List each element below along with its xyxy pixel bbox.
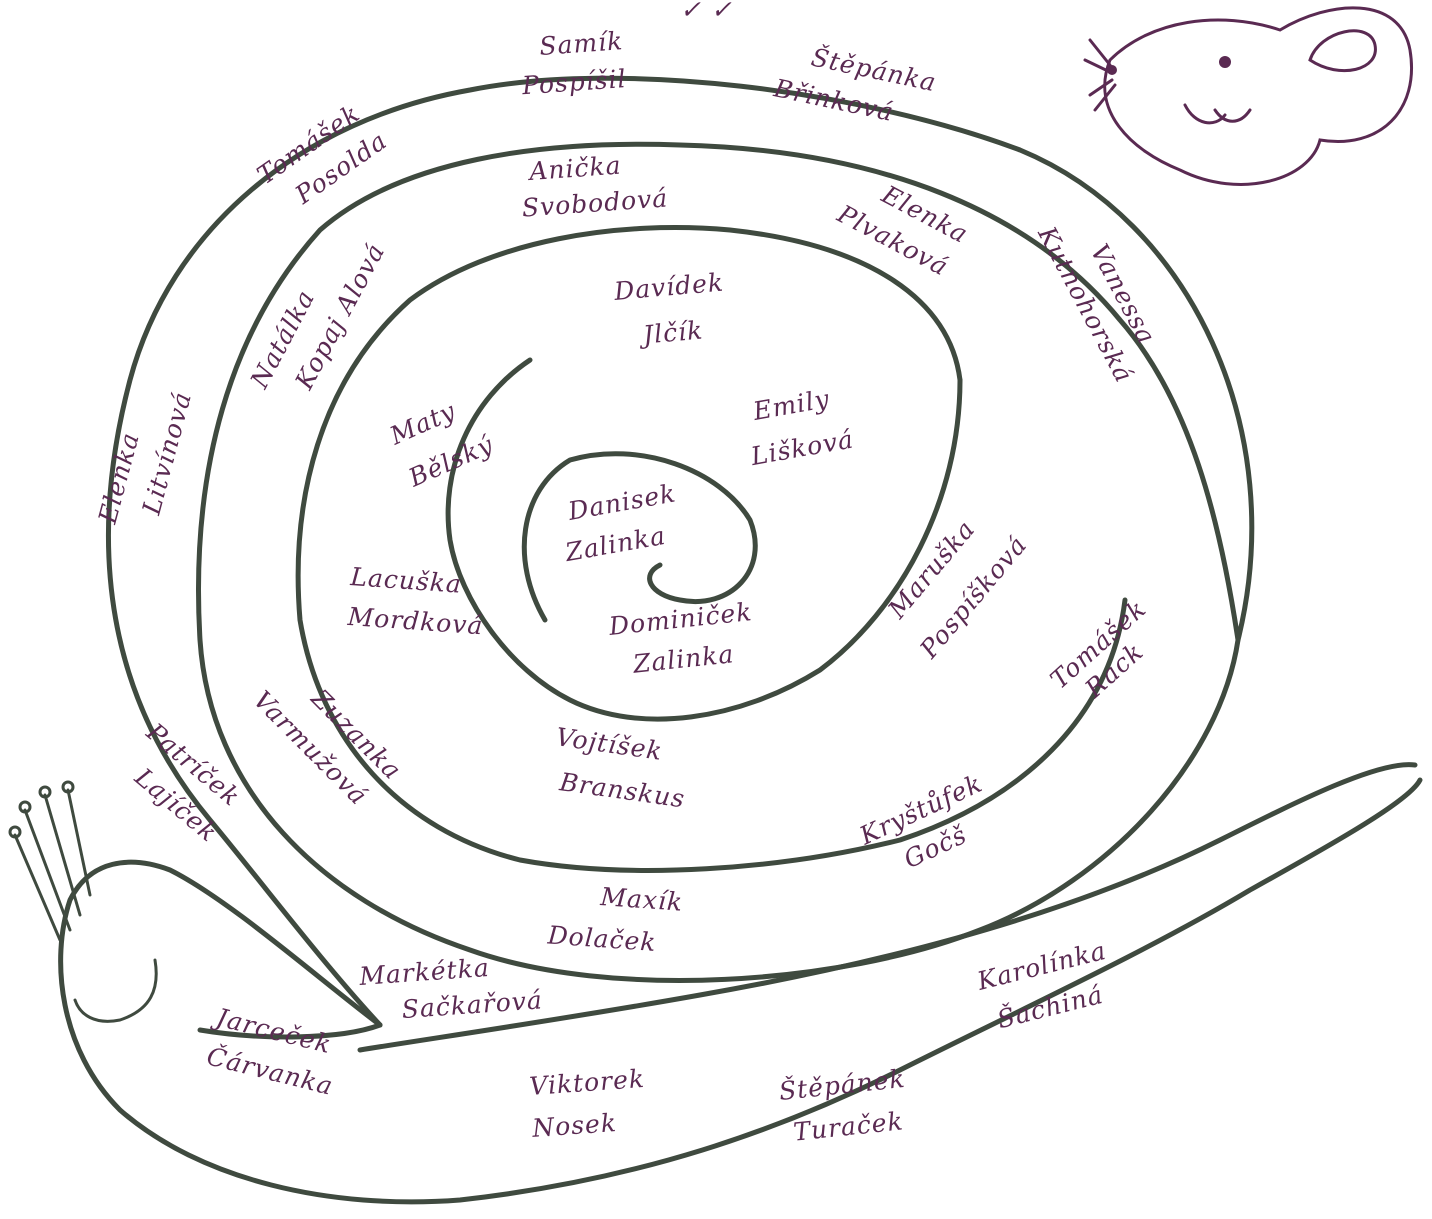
name-last: Zalinka	[562, 521, 668, 567]
antennae	[8, 780, 92, 942]
header-fragment: ✓ ✓	[680, 0, 733, 24]
name-first: Viktorek	[528, 1064, 646, 1101]
name-first: Dominiček	[607, 597, 754, 641]
name-last: Pospíšil	[520, 64, 627, 100]
name-first: Anička	[526, 151, 622, 187]
name-last: Branskus	[557, 767, 687, 813]
name-first: Elenka	[93, 429, 145, 527]
name-first: Danisek	[565, 478, 678, 526]
mouse-head-icon	[1083, 6, 1413, 186]
snail-body	[8, 762, 1423, 1205]
name-last: Mordková	[346, 602, 485, 640]
name-first: Lacuška	[349, 562, 463, 599]
snail-shell-icon	[106, 75, 1255, 1028]
name-last: Litvínová	[136, 388, 197, 518]
name-last: Jlčík	[637, 315, 704, 350]
name-first: Maxík	[599, 882, 685, 917]
name-last: Dolaček	[546, 920, 658, 957]
name-last: Svobodová	[521, 183, 669, 222]
name-first: Markétka	[357, 953, 490, 991]
name-first: Maty	[385, 396, 460, 451]
name-first: Davídek	[612, 267, 725, 306]
name-first: Emily	[750, 384, 832, 426]
name-last: Sačkařová	[401, 985, 544, 1024]
name-first: Vojtíšek	[554, 722, 664, 766]
name-last: Nosek	[530, 1108, 618, 1143]
name-last: Zalinka	[631, 639, 736, 679]
name-first: Samík	[538, 26, 624, 61]
name-last: Lišková	[748, 424, 856, 471]
